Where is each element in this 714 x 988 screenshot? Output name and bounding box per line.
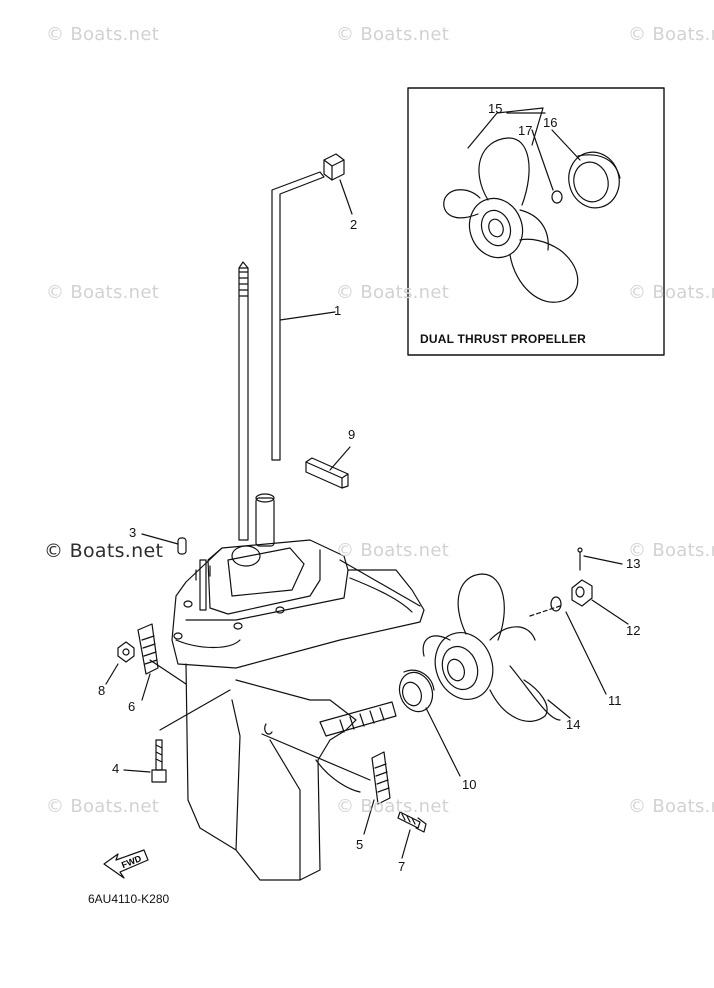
lower-case	[171, 493, 425, 881]
cotter-pin-13	[577, 547, 623, 571]
watermark: © Boats.net	[628, 282, 714, 303]
watermark: © Boats.net	[46, 282, 160, 303]
dowel-pin	[177, 537, 187, 555]
callout-15: 15	[488, 101, 503, 116]
callout-9: 9	[348, 427, 356, 442]
anode-lower	[261, 733, 391, 835]
inset-washer	[551, 190, 563, 204]
screw-7	[397, 811, 427, 859]
callout-12: 12	[626, 623, 641, 638]
watermark: © Boats.net	[44, 540, 164, 562]
callout-8: 8	[98, 683, 106, 698]
watermark: © Boats.net	[46, 796, 160, 817]
callout-10: 10	[462, 777, 477, 792]
nut-8	[105, 641, 135, 685]
grommet	[323, 153, 353, 215]
fwd-arrow	[103, 849, 149, 879]
spacer-10	[398, 669, 461, 777]
callout-1: 1	[334, 303, 342, 318]
watermark: © Boats.net	[628, 796, 714, 817]
inset-propeller	[443, 137, 579, 303]
nut-12	[571, 579, 629, 625]
watermark: © Boats.net	[46, 24, 160, 45]
callout-16: 16	[543, 115, 558, 130]
callout-4: 4	[112, 761, 120, 776]
callout-17: 17	[518, 123, 533, 138]
watermark: © Boats.net	[336, 796, 450, 817]
drive-shaft	[238, 261, 249, 541]
callout-5: 5	[356, 837, 364, 852]
propeller-shaft	[319, 701, 397, 737]
propeller-14	[422, 573, 571, 722]
anode-upper	[137, 623, 159, 701]
bolt-4	[123, 689, 231, 783]
callout-14: 14	[566, 717, 581, 732]
watermark: © Boats.net	[336, 24, 450, 45]
diagram-code: 6AU4110-K280	[88, 892, 170, 906]
callout-2: 2	[350, 217, 358, 232]
callout-3: 3	[129, 525, 137, 540]
guide	[305, 446, 351, 489]
watermark: © Boats.net	[628, 540, 714, 561]
water-tube	[271, 171, 325, 461]
callout-7: 7	[398, 859, 406, 874]
watermark: © Boats.net	[336, 282, 450, 303]
watermark: © Boats.net	[336, 540, 450, 561]
callout-11: 11	[608, 693, 622, 708]
inset-title: DUAL THRUST PROPELLER	[420, 332, 586, 346]
watermark: © Boats.net	[628, 24, 714, 45]
callout-13: 13	[626, 556, 641, 571]
washer-11	[550, 596, 607, 695]
inset-box	[407, 87, 665, 356]
callout-6: 6	[128, 699, 136, 714]
inset-spacer	[568, 151, 621, 209]
